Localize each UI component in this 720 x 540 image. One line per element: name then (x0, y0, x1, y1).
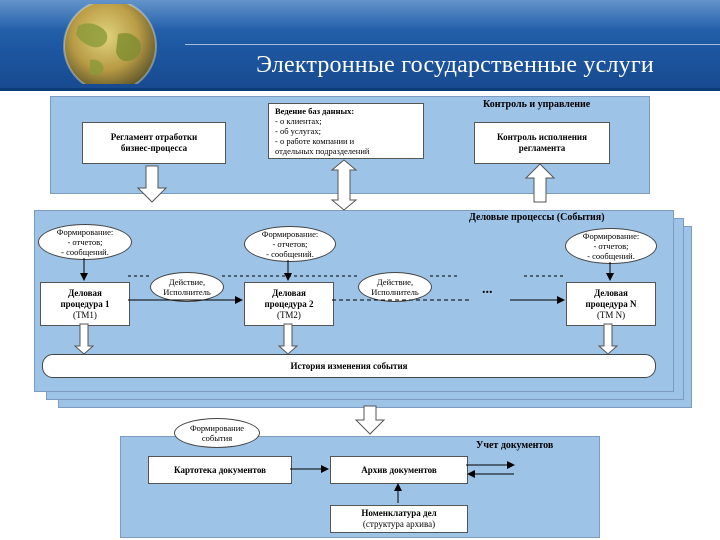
database-box: Ведение баз данных: - о клиентах; - об у… (268, 103, 424, 159)
database-line-2: - о клиентах; (275, 116, 322, 126)
procedure-n-line-1: Деловая (594, 287, 628, 298)
form-event-line-1: Формирование (189, 423, 245, 433)
regulation-line-2: бизнес-процесса (120, 143, 188, 153)
arrow-double-database (330, 159, 358, 211)
archive-box: Архив документов (330, 456, 468, 484)
reports-oval-1-line-1: Формирование: (56, 227, 114, 237)
reports-oval-1: Формирование: - отчетов; - сообщений. (38, 224, 132, 260)
header-divider (185, 44, 720, 45)
procedure-1-line-1: Деловая (68, 287, 102, 298)
nomenclature-box: Номенклатура дел (структура архива) (330, 505, 468, 533)
regulation-line-1: Регламент отработки (110, 132, 198, 142)
database-line-5: отдельных подразделений (275, 146, 370, 156)
reports-oval-3-line-2: - отчетов; (593, 241, 629, 251)
reports-oval-3: Формирование: - отчетов; - сообщений. (565, 228, 657, 264)
procedure-1-box: Деловая процедура 1 (ТМ1) (40, 282, 130, 326)
procedure-n-line-2: процедура N (585, 298, 637, 309)
arrow-down-regulation (136, 165, 168, 203)
regulation-box: Регламент отработки бизнес-процесса (82, 122, 226, 164)
action-oval-2-line-1: Действие, (376, 277, 414, 287)
control-execution-line-2: регламента (518, 143, 566, 153)
form-event-line-2: события (201, 433, 233, 443)
card-index-box: Картотека документов (148, 456, 292, 484)
action-oval-2-line-2: Исполнитель (371, 287, 419, 297)
documents-panel-label: Учет документов (476, 440, 554, 451)
procedure-n-box: Деловая процедура N (ТМ N) (566, 282, 656, 326)
history-bar: История изменения события (42, 354, 656, 378)
database-line-3: - об услугах; (275, 126, 322, 136)
globe-icon (63, 4, 157, 84)
procedure-1-line-3: (ТМ1) (73, 309, 97, 320)
form-event-oval: Формирование события (174, 418, 260, 448)
arrow-proc1-history (73, 323, 95, 355)
card-index-label: Картотека документов (174, 464, 266, 475)
reports-oval-3-line-3: - сообщений. (587, 251, 635, 261)
procedure-1-line-2: процедура 1 (60, 298, 110, 309)
header-banner: Электронные государственные услуги (0, 0, 720, 91)
procedure-2-box: Деловая процедура 2 (ТМ2) (244, 282, 334, 326)
reports-oval-2-line-2: - отчетов; (272, 239, 308, 249)
arrow-proc2-history (277, 323, 299, 355)
procedure-n-line-3: (ТМ N) (596, 309, 626, 320)
control-execution-line-1: Контроль исполнения (497, 132, 587, 142)
control-panel-label: Контроль и управление (483, 99, 591, 110)
reports-oval-3-line-1: Формирование: (582, 231, 640, 241)
header-bottom-bar (0, 88, 720, 91)
procedure-2-line-2: процедура 2 (264, 298, 314, 309)
page-title: Электронные государственные услуги (256, 52, 654, 78)
nomenclature-line-1: Номенклатура дел (361, 508, 437, 518)
reports-oval-1-line-3: - сообщений. (61, 247, 109, 257)
database-line-4: - о работе компании и (275, 136, 355, 146)
history-label: История изменения события (290, 361, 408, 371)
reports-oval-1-line-2: - отчетов; (67, 237, 103, 247)
procedure-2-line-3: (ТМ2) (277, 309, 301, 320)
arrow-procn-history (597, 323, 619, 355)
business-panel-label: Деловые процессы (События) (469, 212, 605, 223)
action-oval-1-line-2: Исполнитель (163, 287, 211, 297)
archive-label: Архив документов (361, 464, 437, 475)
reports-oval-2: Формирование: - отчетов; - сообщений. (244, 226, 336, 262)
reports-oval-2-line-1: Формирование: (261, 229, 319, 239)
arrow-up-control (524, 163, 556, 203)
nomenclature-line-2: (структура архива) (362, 519, 436, 529)
action-oval-1-line-1: Действие, (168, 277, 206, 287)
action-oval-2: Действие, Исполнитель (358, 272, 432, 302)
ellipsis: ... (482, 282, 493, 297)
control-execution-box: Контроль исполнения регламента (474, 122, 610, 164)
procedure-2-line-1: Деловая (272, 287, 306, 298)
action-oval-1: Действие, Исполнитель (150, 272, 224, 302)
reports-oval-2-line-3: - сообщений. (266, 249, 314, 259)
arrow-down-documents (354, 405, 386, 435)
database-line-1: Ведение баз данных: (275, 106, 355, 116)
